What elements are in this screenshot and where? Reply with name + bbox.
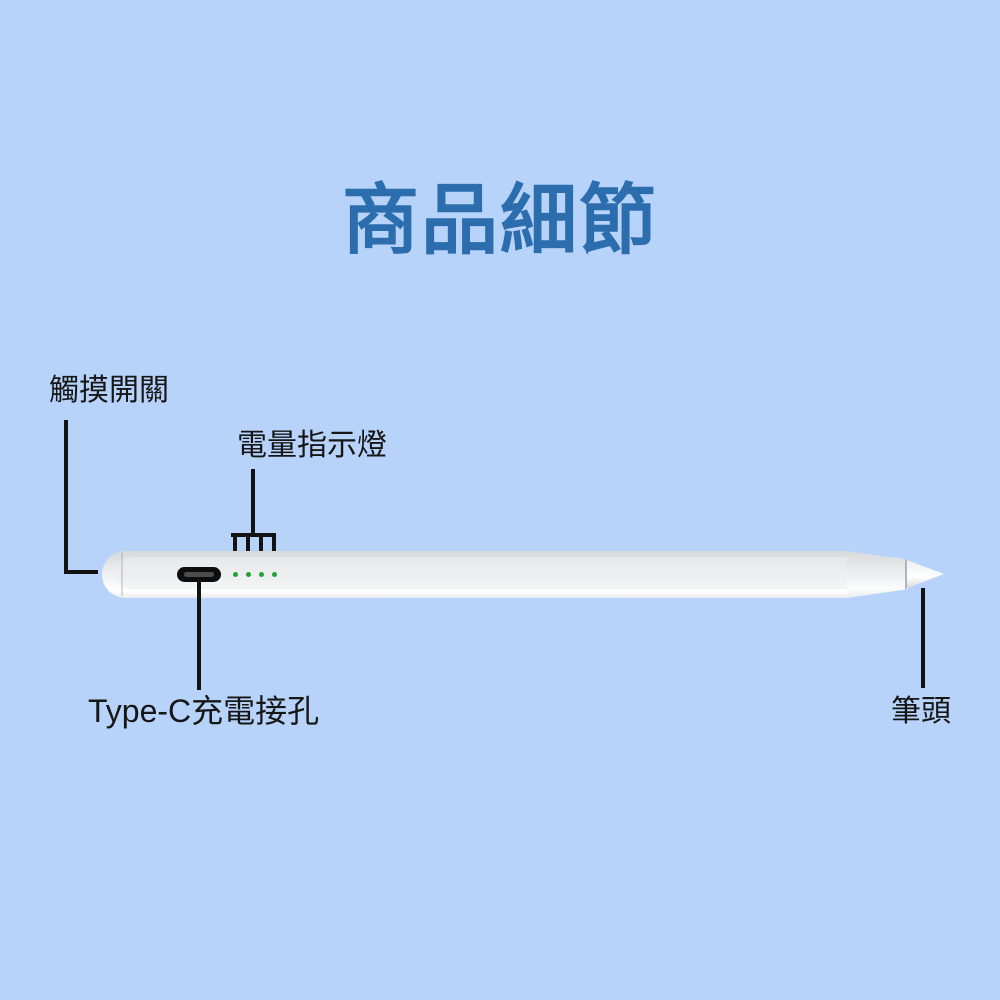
pen-tip-cone bbox=[907, 560, 944, 588]
pen-tip-callout-line bbox=[921, 588, 925, 688]
battery-indicator-callout-bar bbox=[231, 533, 276, 537]
pen-body bbox=[102, 551, 912, 598]
pen-tip-label: 筆頭 bbox=[891, 695, 951, 728]
pen-cap-seam bbox=[121, 552, 123, 596]
pen-tip-seam bbox=[905, 560, 907, 589]
battery-led-dot bbox=[233, 572, 238, 577]
battery-led-dot bbox=[272, 572, 277, 577]
touch-switch-callout-line bbox=[64, 420, 98, 574]
pen-taper bbox=[847, 551, 908, 598]
stylus-pen-image bbox=[102, 551, 944, 598]
battery-led-dot bbox=[246, 572, 251, 577]
touch-switch-label: 觸摸開關 bbox=[49, 374, 169, 407]
type-c-callout-line bbox=[197, 581, 201, 690]
type-c-port-slot bbox=[184, 572, 214, 577]
page-title: 商品細節 bbox=[342, 178, 658, 264]
type-c-port-label: Type-C充電接孔 bbox=[88, 693, 320, 729]
battery-led-dot bbox=[259, 572, 264, 577]
battery-indicator-label: 電量指示燈 bbox=[237, 429, 387, 462]
type-c-port bbox=[177, 567, 221, 582]
battery-indicator-callout-stem bbox=[251, 469, 255, 533]
